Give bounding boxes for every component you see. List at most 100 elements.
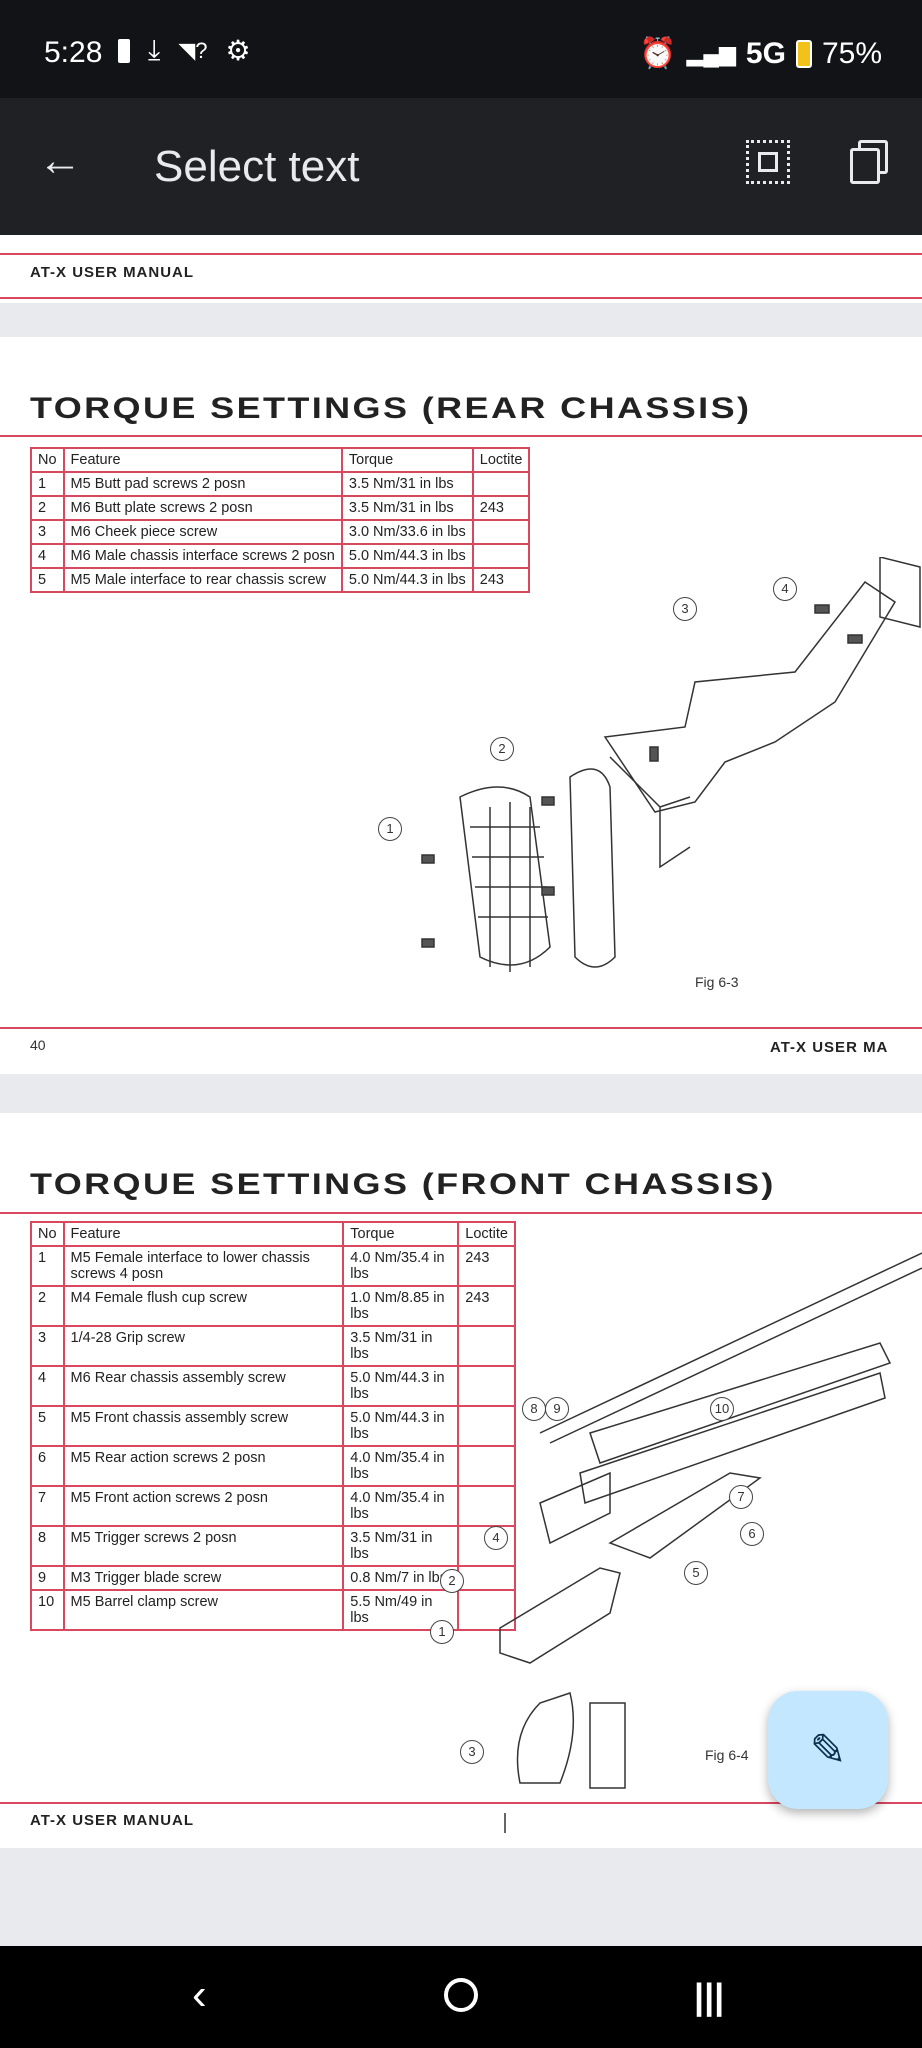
- callout-number: 6: [740, 1522, 764, 1546]
- callout-number: 9: [545, 1397, 569, 1421]
- table-cell: [457, 1445, 516, 1487]
- table-cell: M6 Rear chassis assembly screw: [62, 1365, 345, 1407]
- col-header: Loctite: [457, 1221, 516, 1247]
- table-cell: 3: [30, 519, 65, 545]
- table-cell: 1/4-28 Grip screw: [62, 1325, 345, 1367]
- table-cell: 1.0 Nm/8.85 in lbs: [342, 1285, 460, 1327]
- table-cell: 8: [30, 1525, 65, 1567]
- battery-icon: [118, 38, 130, 63]
- settings-icon: ⚙: [225, 35, 251, 66]
- table-cell: [457, 1325, 516, 1367]
- app-title: Select text: [154, 142, 360, 191]
- col-header: Feature: [62, 447, 343, 473]
- table-cell: 5.0 Nm/44.3 in lbs: [342, 1405, 460, 1447]
- col-header: Torque: [340, 447, 474, 473]
- table-cell: 5.0 Nm/44.3 in lbs: [340, 567, 474, 593]
- callout-number: 10: [710, 1397, 734, 1421]
- callout-number: 1: [430, 1620, 454, 1644]
- col-header: No: [30, 1221, 65, 1247]
- table-cell: 10: [30, 1589, 65, 1631]
- table-cell: [457, 1405, 516, 1447]
- table-cell: M5 Male interface to rear chassis screw: [62, 567, 343, 593]
- home-icon[interactable]: [444, 1978, 478, 2012]
- table-cell: 4.0 Nm/35.4 in lbs: [342, 1445, 460, 1487]
- table-cell: 2: [30, 1285, 65, 1327]
- table-cell: 3.0 Nm/33.6 in lbs: [340, 519, 474, 545]
- callout-number: 4: [484, 1526, 508, 1550]
- recents-icon[interactable]: |||: [694, 1976, 725, 2017]
- table-cell: M6 Cheek piece screw: [62, 519, 343, 545]
- table-cell: 0.8 Nm/7 in lbs: [342, 1565, 460, 1591]
- callout-number: 5: [684, 1561, 708, 1585]
- edit-fab-button[interactable]: ✎: [768, 1691, 888, 1809]
- table-cell: 3.5 Nm/31 in lbs: [340, 495, 474, 521]
- table-cell: [457, 1365, 516, 1407]
- table-cell: 5: [30, 567, 65, 593]
- table-cell: M4 Female flush cup screw: [62, 1285, 345, 1327]
- table-cell: 243: [457, 1245, 516, 1287]
- table-cell: 1: [30, 1245, 65, 1287]
- pdf-page-header: AT-X USER MANUAL: [0, 235, 922, 303]
- col-header: Torque: [342, 1221, 460, 1247]
- table-cell: M5 Trigger screws 2 posn: [62, 1525, 345, 1567]
- table-cell: 243: [471, 495, 531, 521]
- callout-number: 7: [729, 1485, 753, 1509]
- table-cell: 5: [30, 1405, 65, 1447]
- battery-level: 75%: [821, 36, 882, 70]
- page-title: TORQUE SETTINGS (REAR CHASSIS): [30, 392, 752, 425]
- callout-number: 2: [490, 737, 514, 761]
- manual-footer: AT-X USER MA: [770, 1039, 889, 1056]
- front-chassis-diagram: [499, 1252, 922, 1833]
- table-cell: 5.0 Nm/44.3 in lbs: [340, 543, 474, 569]
- battery-icon: [795, 39, 812, 68]
- table-cell: 243: [457, 1285, 516, 1327]
- signal-icon: ▂▄▆: [686, 40, 736, 66]
- download-icon: ⤓: [148, 34, 161, 65]
- select-all-icon[interactable]: [746, 140, 790, 184]
- table-cell: 3.5 Nm/31 in lbs: [340, 471, 474, 497]
- copy-icon[interactable]: [848, 140, 892, 184]
- table-cell: 4: [30, 543, 65, 569]
- table-cell: 5.0 Nm/44.3 in lbs: [342, 1365, 460, 1407]
- table-cell: [457, 1485, 516, 1527]
- table-cell: M5 Front chassis assembly screw: [62, 1405, 345, 1447]
- table-cell: 9: [30, 1565, 65, 1591]
- callout-number: 2: [440, 1569, 464, 1593]
- table-cell: 243: [471, 567, 531, 593]
- table-cell: 3.5 Nm/31 in lbs: [342, 1525, 460, 1567]
- network-type: 5G: [745, 36, 786, 70]
- table-cell: M5 Barrel clamp screw: [62, 1589, 345, 1631]
- page-number: 40: [30, 1037, 46, 1053]
- callout-number: 3: [460, 1740, 484, 1764]
- callout-number: 1: [378, 817, 402, 841]
- figure-caption: Fig 6-4: [705, 1747, 749, 1763]
- table-cell: 4.0 Nm/35.4 in lbs: [342, 1485, 460, 1527]
- manual-footer: AT-X USER MANUAL: [30, 1812, 195, 1829]
- callout-number: 3: [673, 597, 697, 621]
- back-arrow-icon[interactable]: ←: [38, 136, 82, 185]
- table-cell: 2: [30, 495, 65, 521]
- alarm-icon: ⏰: [639, 37, 677, 70]
- col-header: Feature: [62, 1221, 345, 1247]
- manual-header: AT-X USER MANUAL: [30, 264, 195, 281]
- table-cell: 5.5 Nm/49 in lbs: [342, 1589, 460, 1631]
- col-header: Loctite: [471, 447, 531, 473]
- pen-edit-icon: ✎: [809, 1725, 847, 1775]
- back-icon[interactable]: ‹: [192, 1970, 207, 2019]
- rear-chassis-diagram: [421, 557, 921, 972]
- table-cell: M5 Female interface to lower chassis scr…: [62, 1245, 345, 1287]
